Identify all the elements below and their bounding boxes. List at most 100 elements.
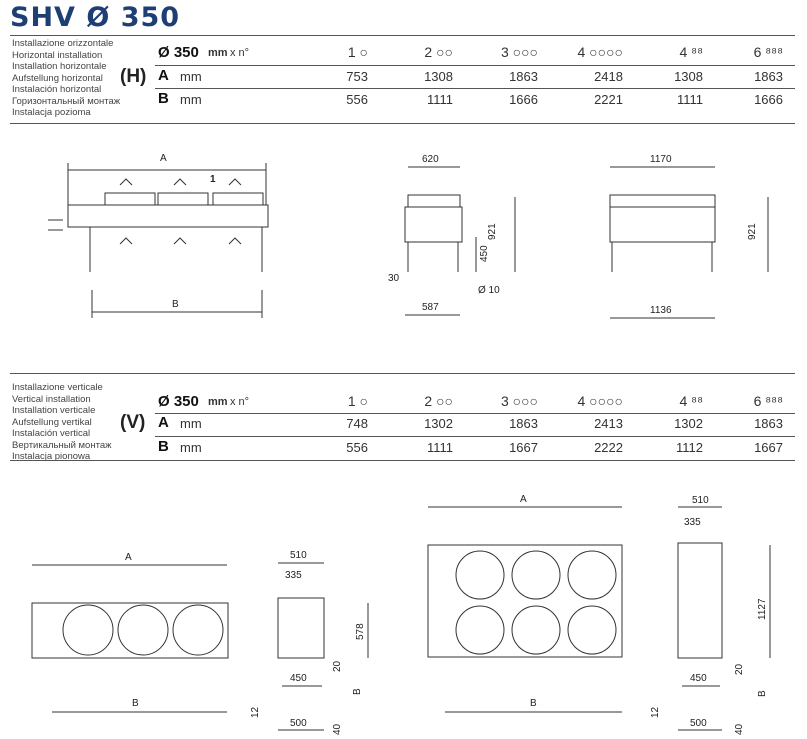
language-label: Installation verticale [12, 405, 96, 416]
unit-label: mm [208, 396, 228, 408]
fan-count-header: 4 ⁸⁸ [679, 393, 704, 409]
vertical-side-view-1row [277, 562, 369, 731]
unit-label: mm [180, 440, 202, 455]
dim-450: 450 [479, 245, 490, 262]
fan-count-header: 6 ⁸⁸⁸ [753, 44, 783, 60]
diameter-label: Ø 350 [158, 393, 199, 410]
count-label: x n° [230, 47, 250, 59]
language-label: Horizontal installation [12, 49, 103, 61]
dim-587: 587 [422, 302, 439, 313]
dim-40: 40 [332, 723, 343, 735]
divider [155, 88, 795, 89]
divider [155, 436, 795, 437]
cell-value: 1302 [674, 416, 703, 431]
cell-value: 2413 [594, 416, 623, 431]
fan-count-header: 3 ○○○ [500, 393, 538, 409]
mode-label: (H) [120, 66, 147, 87]
language-label: Вертикальный монтаж [12, 439, 112, 451]
cell-value: 1863 [754, 69, 783, 84]
dim-12: 12 [250, 706, 261, 718]
dim-12: 12 [650, 706, 661, 718]
divider [10, 123, 795, 124]
horizontal-end-view [609, 166, 769, 319]
language-label: Installation horizontale [12, 61, 107, 72]
dim-b: B [757, 690, 768, 697]
dim-a: A [520, 494, 527, 505]
fan-count-header: 4 ⁸⁸ [679, 44, 704, 60]
cell-value: 1666 [754, 92, 783, 107]
unit-label: mm [180, 69, 202, 84]
row-label: B [158, 90, 169, 107]
cell-value: 1308 [674, 69, 703, 84]
cell-value: 1666 [509, 92, 538, 107]
divider [155, 65, 795, 66]
language-label: Installazione orizzontale [12, 38, 114, 49]
cell-value: 2222 [594, 440, 623, 455]
dim-335: 335 [684, 517, 701, 528]
cell-value: 1667 [509, 440, 538, 455]
diameter-label: Ø 350 [158, 44, 199, 61]
fan-count-header: 3 ○○○ [500, 44, 538, 60]
language-label: Aufstellung horizontal [12, 72, 103, 84]
cell-value: 556 [346, 440, 368, 455]
divider [10, 35, 795, 36]
cell-value: 1111 [426, 92, 453, 107]
divider [155, 413, 795, 414]
dim-921: 921 [747, 223, 758, 240]
dim-450: 450 [690, 673, 707, 684]
horizontal-front-view [404, 166, 516, 316]
language-label: Instalacja pionowa [12, 451, 91, 462]
table-row-a: Amm748130218632413130218632413 [158, 414, 788, 436]
cell-value: 2221 [594, 92, 623, 107]
unit-label: mm [180, 92, 202, 107]
fan-count-header: 1 ○ [347, 44, 368, 60]
vertical-side-view-2rows [677, 506, 771, 731]
dim-500: 500 [690, 718, 707, 729]
dim-40: 40 [734, 723, 745, 735]
divider [10, 373, 795, 374]
cell-value: 1302 [424, 416, 453, 431]
dim-1127: 1127 [757, 598, 768, 620]
cell-value: 1667 [754, 440, 783, 455]
count-label: x n° [230, 396, 250, 408]
dim-335: 335 [285, 570, 302, 581]
dim-510: 510 [692, 495, 709, 506]
cell-value: 2418 [594, 69, 623, 84]
fan-count-header: 1 ○ [347, 393, 368, 409]
dim-a: A [125, 552, 132, 563]
dim-921: 921 [487, 223, 498, 240]
unit-label: mm [180, 416, 202, 431]
dim-1170: 1170 [650, 154, 672, 165]
language-label: Горизонтальный монтаж [12, 95, 121, 107]
horizontal-side-view [48, 163, 269, 318]
dim-b: B [352, 688, 363, 695]
dim-30: 30 [388, 273, 400, 284]
language-label: Instalacja pozioma [12, 107, 91, 118]
dim-578: 578 [355, 623, 366, 640]
fan-count-header: 2 ○○ [424, 44, 453, 60]
cell-value: 1308 [424, 69, 453, 84]
row-label: A [158, 414, 169, 431]
cell-value: 1111 [426, 440, 453, 455]
cell-value: 1863 [509, 69, 538, 84]
cell-value: 1863 [754, 416, 783, 431]
cell-value: 1112 [676, 440, 703, 455]
table-row-b: Bmm556111116662221111116662221 [158, 90, 788, 112]
unit-label: mm [208, 47, 228, 59]
fan-count-header: 2 ○○ [424, 393, 453, 409]
language-label: Instalación horizontal [12, 84, 102, 95]
dim-500: 500 [290, 718, 307, 729]
cell-value: 556 [346, 92, 368, 107]
vertical-front-view-1row [31, 564, 229, 713]
language-label: Aufstellung vertikal [12, 416, 92, 428]
callout-1: 1 [210, 174, 216, 185]
dim-20: 20 [332, 660, 343, 672]
row-label: A [158, 67, 169, 84]
fan-count-header: 4 ○○○○ [577, 44, 624, 60]
fan-count-header: 4 ○○○○ [577, 393, 624, 409]
fan-count-header: 6 ⁸⁸⁸ [753, 393, 783, 409]
